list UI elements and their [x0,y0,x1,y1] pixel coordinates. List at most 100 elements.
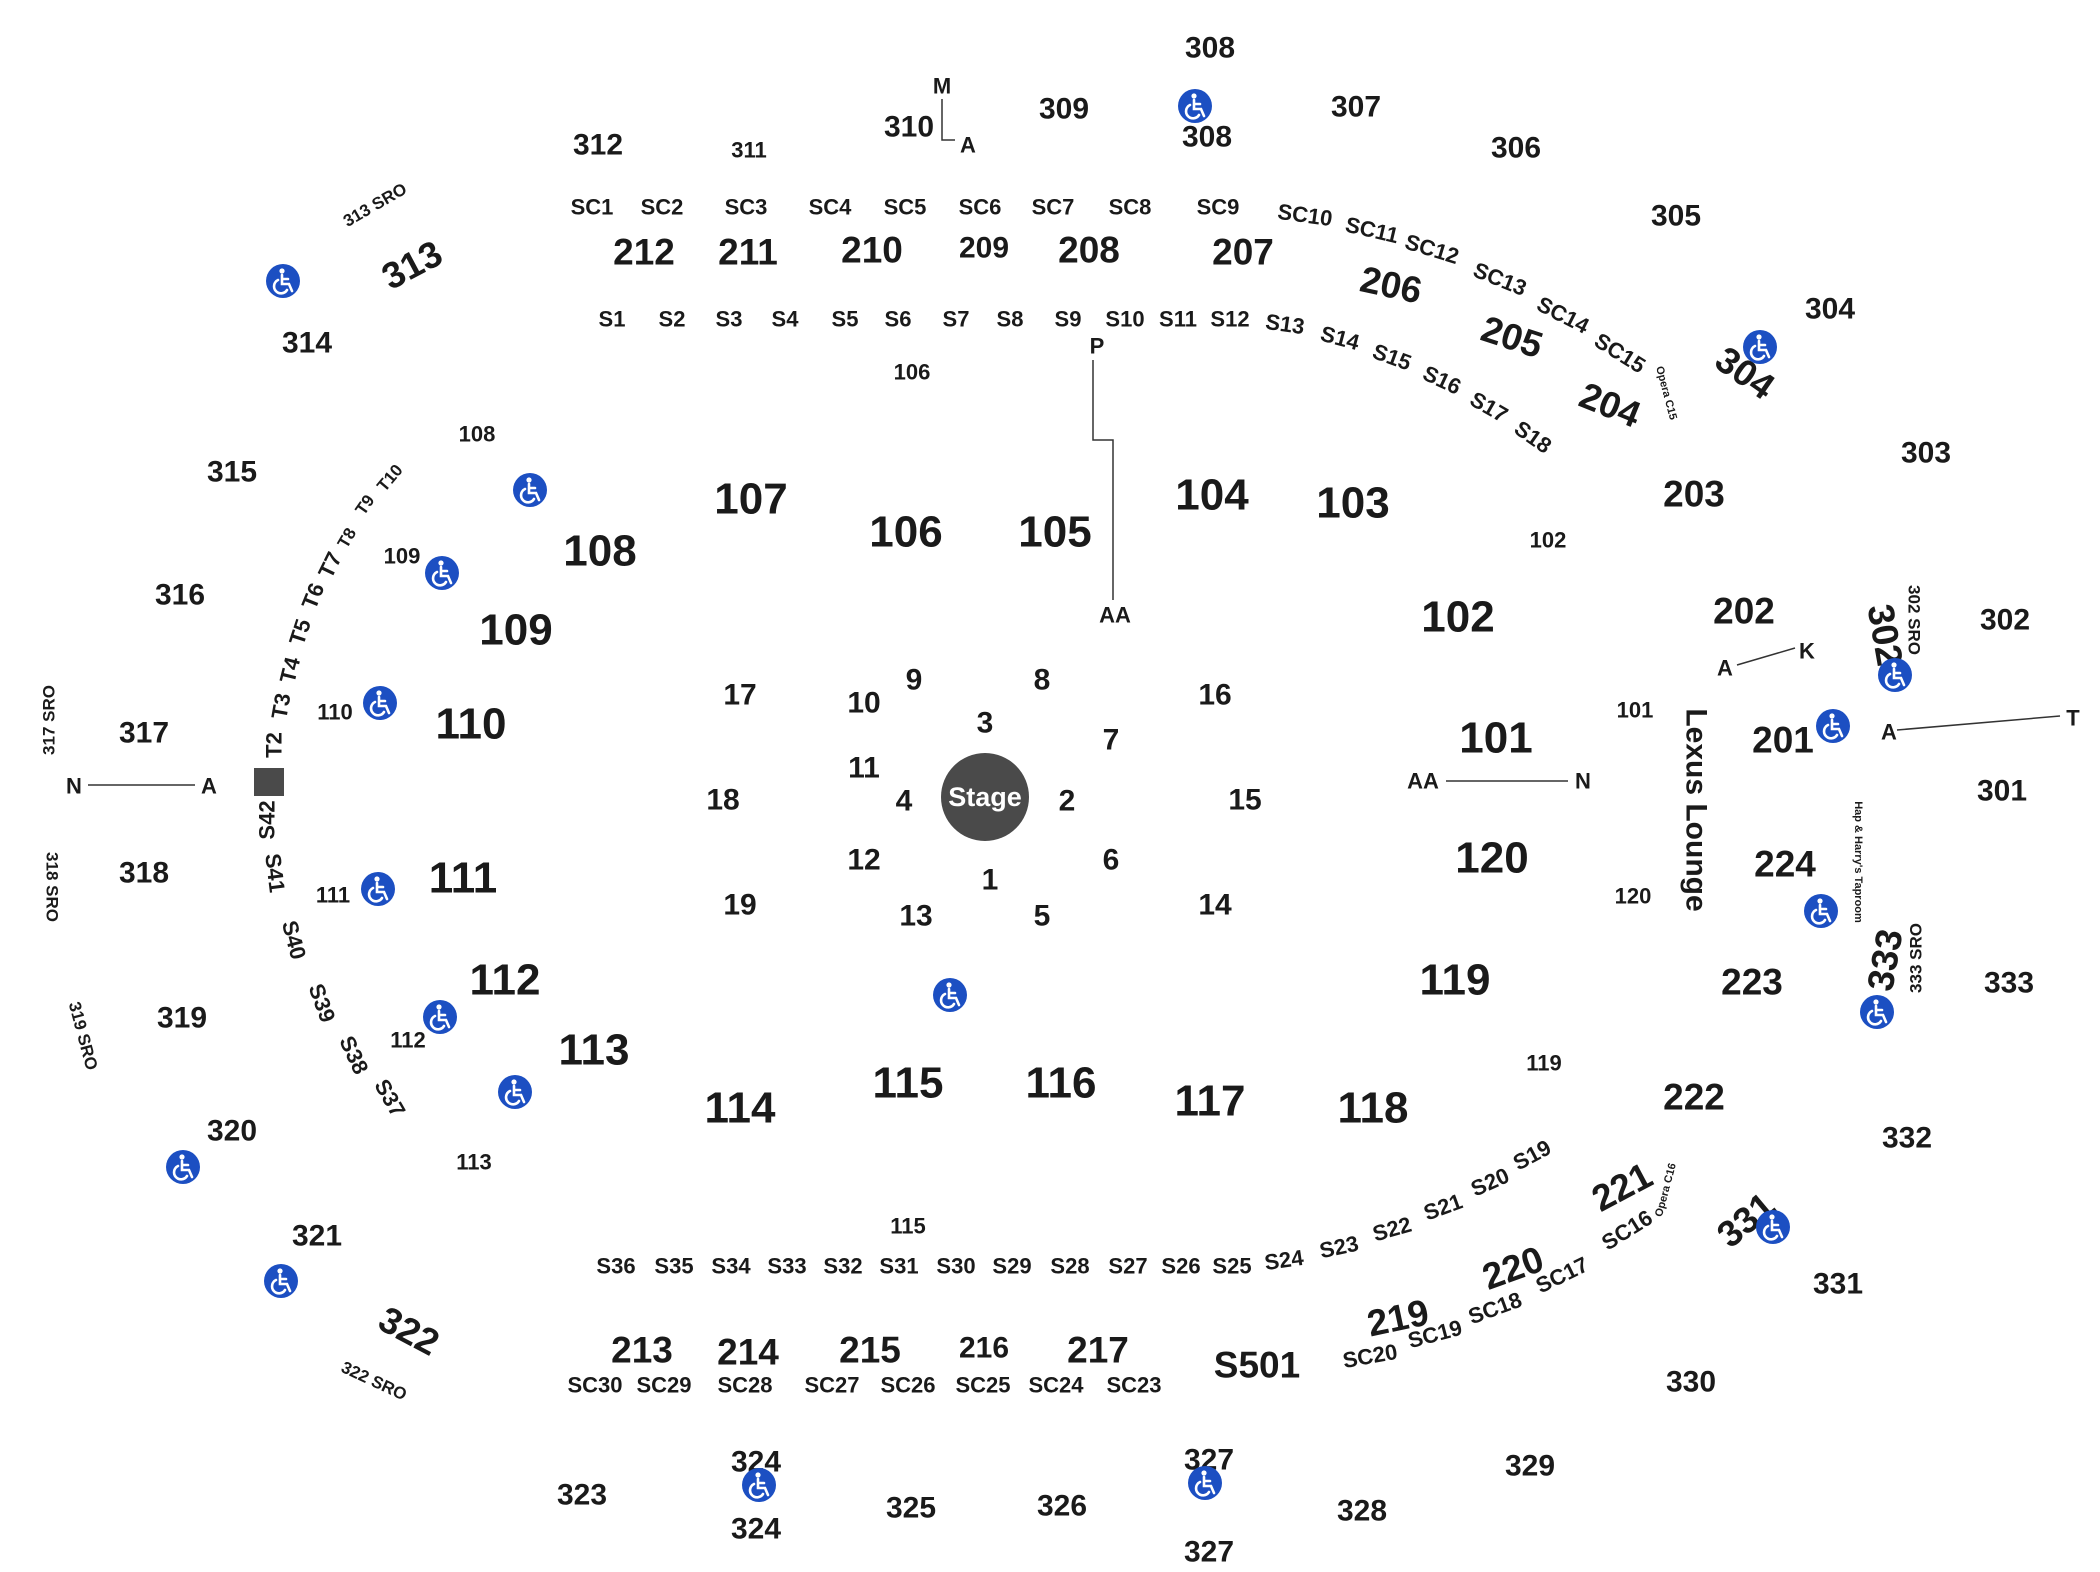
section-119[interactable]: 119 [1420,956,1491,1005]
section-101[interactable]: 101 [1459,714,1532,763]
wheelchair-accessible-icon[interactable] [1756,1210,1790,1244]
section-207[interactable]: 207 [1212,232,1274,273]
suite-club-sc13[interactable]: SC13 [1470,257,1530,301]
suite-club-sc10[interactable]: SC10 [1276,199,1334,231]
wheelchair-accessible-icon[interactable] [1743,330,1777,364]
section-333[interactable]: 333 [1984,967,2034,1000]
floor-section-7[interactable]: 7 [1103,724,1120,757]
floor-section-12[interactable]: 12 [847,844,880,877]
suite-s5[interactable]: S5 [832,307,859,332]
suite-club-sc30[interactable]: SC30 [567,1373,622,1398]
section-108[interactable]: 108 [563,527,636,576]
suite-s25[interactable]: S25 [1212,1254,1251,1279]
section-210[interactable]: 210 [841,230,903,271]
suite-s29[interactable]: S29 [992,1254,1031,1279]
floor-section-8[interactable]: 8 [1034,664,1051,697]
section-222[interactable]: 222 [1663,1077,1725,1118]
suite-s36[interactable]: S36 [596,1254,635,1279]
section-324[interactable]: 324 [731,1513,781,1546]
section-330[interactable]: 330 [1666,1366,1716,1399]
section-217[interactable]: 217 [1067,1330,1129,1371]
section-302[interactable]: 302 [1980,604,2030,637]
floor-section-13[interactable]: 13 [899,900,932,933]
section-304[interactable]: 304 [1805,293,1855,326]
opera-c15[interactable]: Opera C15 [1653,365,1679,421]
section-305[interactable]: 305 [1651,200,1701,233]
section-329[interactable]: 329 [1505,1450,1555,1483]
wheelchair-accessible-icon[interactable] [363,686,397,720]
section-325[interactable]: 325 [886,1492,936,1525]
section-211[interactable]: 211 [718,232,778,273]
suite-s11[interactable]: S11 [1159,307,1197,332]
section-103[interactable]: 103 [1316,479,1389,528]
floor-section-16[interactable]: 16 [1198,679,1231,712]
suite-s15[interactable]: S15 [1369,339,1414,376]
wheelchair-accessible-icon[interactable] [266,264,300,298]
wheelchair-accessible-icon[interactable] [933,978,967,1012]
suite-club-sc15[interactable]: SC15 [1590,328,1650,378]
section-118[interactable]: 118 [1338,1084,1409,1133]
floor-section-9[interactable]: 9 [906,664,923,697]
wheelchair-accessible-icon[interactable] [361,872,395,906]
suite-s20[interactable]: S20 [1467,1163,1513,1202]
table-t7[interactable]: T7 [313,548,347,582]
section-309[interactable]: 309 [1039,93,1089,126]
suite-s34[interactable]: S34 [711,1254,751,1279]
suite-s32[interactable]: S32 [823,1254,862,1279]
floor-section-4[interactable]: 4 [896,785,913,818]
wheelchair-accessible-icon[interactable] [1804,894,1838,928]
section-120[interactable]: 120 [1455,834,1528,883]
lexus-lounge-label[interactable]: Lexus Lounge [1680,708,1713,911]
section-216[interactable]: 216 [959,1332,1009,1365]
suite-s1[interactable]: S1 [599,307,626,332]
wheelchair-accessible-icon[interactable] [264,1264,298,1298]
section-308[interactable]: 308 [1182,121,1232,154]
wheelchair-accessible-icon[interactable] [423,1000,457,1034]
wheelchair-accessible-icon[interactable] [1878,658,1912,692]
wheelchair-accessible-icon[interactable] [1816,709,1850,743]
suite-s21[interactable]: S21 [1420,1189,1465,1226]
floor-section-5[interactable]: 5 [1034,900,1051,933]
wheelchair-accessible-icon[interactable] [166,1150,200,1184]
floor-section-11[interactable]: 11 [848,752,880,785]
floor-section-14[interactable]: 14 [1198,889,1232,922]
section-320[interactable]: 320 [207,1115,257,1148]
section-116[interactable]: 116 [1026,1059,1097,1108]
suite-s35[interactable]: S35 [654,1254,693,1279]
section-111[interactable]: 111 [429,854,498,903]
section-326[interactable]: 326 [1037,1490,1087,1523]
suite-club-sc25[interactable]: SC25 [955,1373,1010,1398]
table-t2[interactable]: T2 [262,732,287,758]
suite-s6[interactable]: S6 [885,307,912,332]
suite-s4[interactable]: S4 [772,307,800,332]
section-110[interactable]: 110 [436,700,507,749]
suite-s18[interactable]: S18 [1510,416,1556,459]
suite-club-sc8[interactable]: SC8 [1109,195,1152,220]
suite-club-sc29[interactable]: SC29 [636,1373,691,1398]
wheelchair-accessible-icon[interactable] [1860,995,1894,1029]
floor-section-10[interactable]: 10 [847,687,880,720]
section-213[interactable]: 213 [611,1330,673,1371]
suite-s28[interactable]: S28 [1050,1254,1089,1279]
suite-s42[interactable]: S42 [255,800,280,839]
section-322[interactable]: 322 [372,1298,446,1363]
suite-club-sc11[interactable]: SC11 [1343,212,1401,248]
section-201[interactable]: 201 [1752,720,1814,761]
table-t4[interactable]: T4 [275,654,306,686]
floor-section-15[interactable]: 15 [1228,784,1261,817]
suite-club-sc3[interactable]: SC3 [725,195,768,220]
suite-s38[interactable]: S38 [334,1032,373,1078]
suite-s16[interactable]: S16 [1419,360,1465,399]
suite-club-sc6[interactable]: SC6 [959,195,1002,220]
table-t10[interactable]: T10 [373,461,406,496]
table-t9[interactable]: T9 [352,491,379,518]
section-112[interactable]: 112 [470,956,541,1005]
suite-club-sc1[interactable]: SC1 [571,195,614,220]
suite-s3[interactable]: S3 [716,307,743,332]
suite-s9[interactable]: S9 [1055,307,1082,332]
section-328[interactable]: 328 [1337,1495,1387,1528]
suite-s26[interactable]: S26 [1161,1254,1200,1279]
suite-s27[interactable]: S27 [1108,1254,1147,1279]
stage[interactable]: Stage [941,753,1029,841]
suite-s39[interactable]: S39 [304,980,341,1025]
